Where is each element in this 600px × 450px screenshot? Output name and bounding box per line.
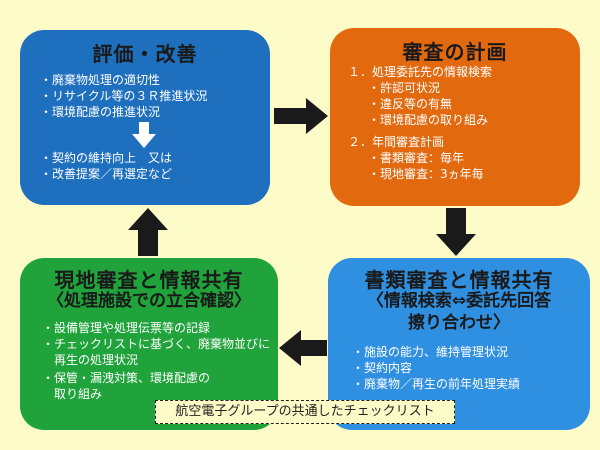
document-review-line: ・施設の能力、維持管理状況 xyxy=(352,345,509,359)
down-arrow-icon xyxy=(436,208,476,256)
document-review-line: ・契約内容 xyxy=(352,361,413,375)
site-review-box: 現地審査と情報共有 〈処理施設での立合確認〉 ・設備管理や処理伝票等の記録 ・チ… xyxy=(20,258,278,430)
plan-line: ・現地審査：3ヵ年毎 xyxy=(368,167,484,181)
document-review-subtitle: 〈情報検索⇔委託先回答 xyxy=(366,291,552,311)
evaluation-line: ・環境配慮の推進状況 xyxy=(40,105,161,119)
site-review-title: 現地審査と情報共有 xyxy=(54,268,244,292)
evaluation-line: ・改善提案／再選定など xyxy=(40,167,173,181)
site-review-line: ・チェックリストに基づく、廃棄物並びに xyxy=(42,337,271,351)
document-review-title: 書類審査と情報共有 xyxy=(364,268,554,292)
evaluation-line: ・リサイクル等の３Ｒ推進状況 xyxy=(40,89,208,103)
plan-line: ・書類審査：毎年 xyxy=(368,151,465,165)
common-checklist-label: 航空電子グループの共通したチェックリスト xyxy=(155,400,455,424)
evaluation-line: ・契約の維持向上 又は xyxy=(40,151,173,165)
plan-line: ・許認可状況 xyxy=(368,81,441,95)
evaluation-line: ・廃棄物処理の適切性 xyxy=(40,73,161,87)
evaluation-box: 評価・改善 ・廃棄物処理の適切性 ・リサイクル等の３Ｒ推進状況 ・環境配慮の推進… xyxy=(20,30,270,205)
site-review-line: ・設備管理や処理伝票等の記録 xyxy=(42,321,211,335)
plan-line: ・環境配慮の取り組み xyxy=(368,113,489,127)
site-review-subtitle: 〈処理施設での立合確認〉 xyxy=(47,291,251,311)
document-review-box: 書類審査と情報共有 〈情報検索⇔委託先回答 擦り合わせ〉 ・施設の能力、維持管理… xyxy=(328,258,590,430)
up-arrow-icon xyxy=(128,208,168,256)
site-review-line: ・保管・漏洩対策、環境配慮の xyxy=(42,371,211,385)
site-review-line: 再生の処理状況 xyxy=(42,353,139,367)
plan-box: 審査の計画 １．処理委託先の情報検索 ・許認可状況 ・違反等の有無 ・環境配慮の… xyxy=(330,28,580,206)
evaluation-title: 評価・改善 xyxy=(92,42,198,66)
document-review-subtitle: 擦り合わせ〉 xyxy=(408,313,510,333)
document-review-line: ・廃棄物／再生の前年処理実績 xyxy=(352,377,521,391)
site-review-line: 取り組み xyxy=(42,387,103,401)
plan-title: 審査の計画 xyxy=(402,40,508,64)
plan-line: １．処理委託先の情報検索 xyxy=(348,65,493,79)
right-arrow-icon xyxy=(274,98,328,134)
plan-line: ２．年間審査計画 xyxy=(348,135,445,149)
plan-line: ・違反等の有無 xyxy=(368,97,453,111)
down-arrow-icon xyxy=(132,122,156,148)
left-arrow-icon xyxy=(279,330,327,366)
